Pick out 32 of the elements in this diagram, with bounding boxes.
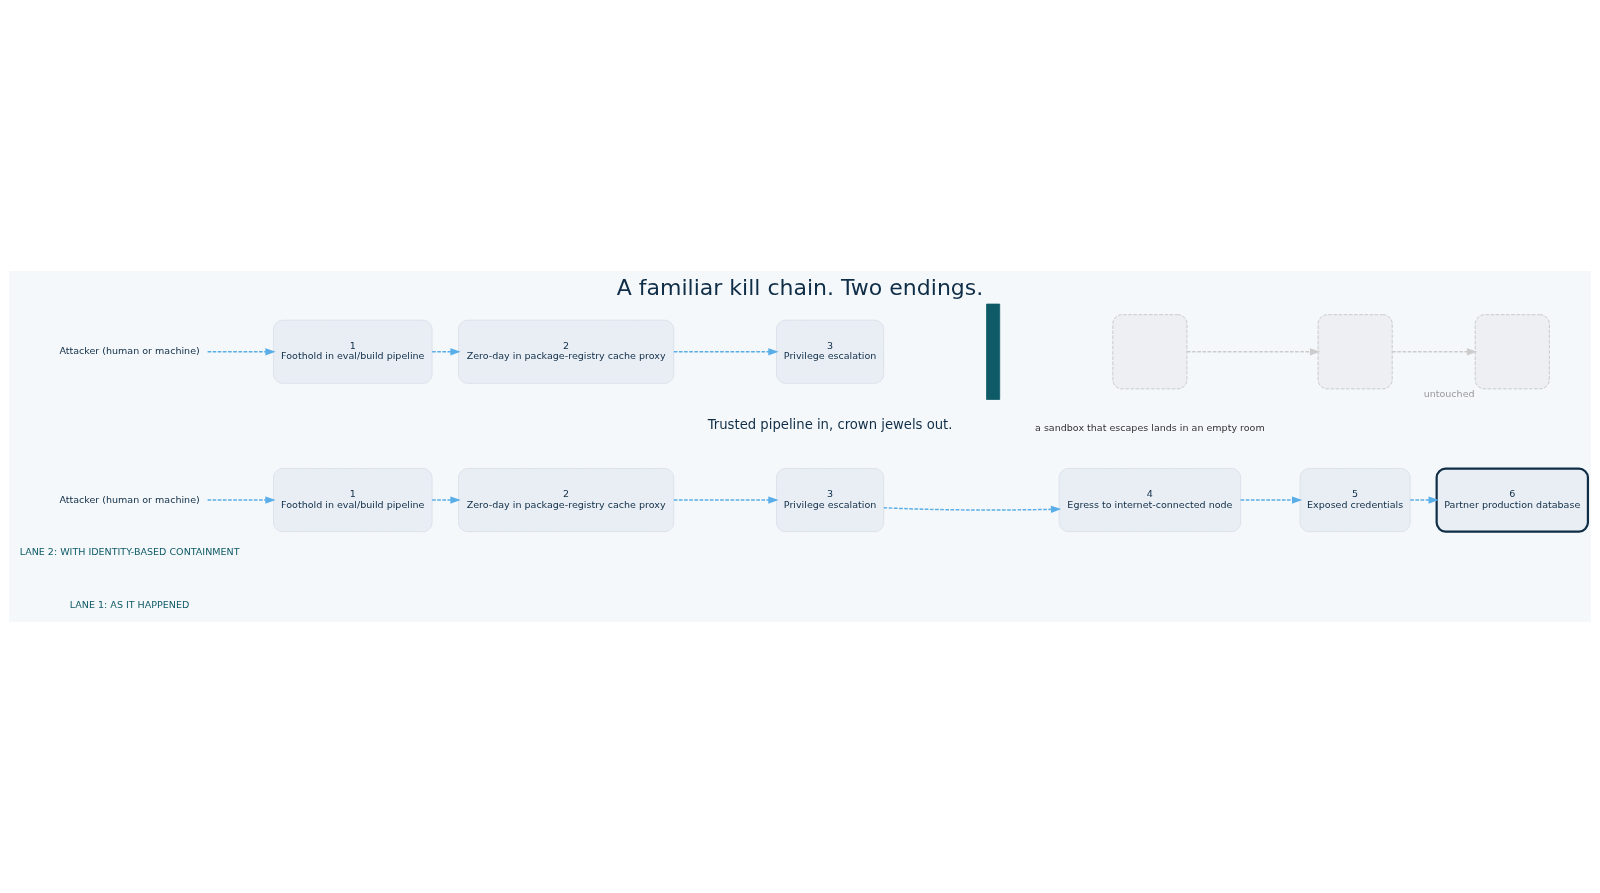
label: a sandbox that escapes lands in an empty room: [1035, 422, 1265, 434]
label: LANE 2: WITH IDENTITY-BASED CONTAINMENT: [19, 546, 240, 558]
arrow: [206, 496, 276, 504]
label: LANE 1: AS IT HAPPENED: [69, 599, 190, 611]
arrow: [883, 505, 1062, 513]
arrow: [673, 496, 779, 504]
node-box: 3 Privilege escalation: [776, 319, 885, 384]
node-text: Attacker (human or machine): [59, 345, 200, 357]
arrow: [1186, 348, 1321, 356]
arrow: [1409, 496, 1439, 504]
node-box: 2 Zero-day in package-registry cache proxy: [458, 319, 675, 384]
node-box: 3 Privilege escalation: [776, 468, 885, 533]
node-box: [1474, 314, 1550, 390]
node-box: 2 Zero-day in package-registry cache proxy: [458, 468, 675, 533]
arrow: [206, 348, 276, 356]
arrow: [673, 348, 779, 356]
node-box: 1 Foothold in eval/build pipeline: [273, 319, 433, 384]
arrow: [431, 348, 461, 356]
node-box: [1317, 314, 1393, 390]
node-box: 6 Partner production database: [1435, 467, 1589, 533]
node-box: 5 Exposed credentials: [1299, 468, 1411, 533]
node-box: 1 Foothold in eval/build pipeline: [273, 468, 433, 533]
node-label: untouched: [1423, 387, 1475, 399]
node-text: Attacker (human or machine): [59, 493, 200, 505]
node-bar: [986, 303, 1001, 400]
caption: Trusted pipeline in, crown jewels out.: [707, 417, 953, 433]
arrow: [1391, 348, 1478, 356]
node-box: [1112, 314, 1188, 390]
diagram-title: A familiar kill chain. Two endings.: [616, 274, 984, 300]
node-box: 4 Egress to internet-connected node: [1058, 468, 1241, 533]
arrow: [1239, 496, 1303, 504]
arrow: [431, 496, 461, 504]
